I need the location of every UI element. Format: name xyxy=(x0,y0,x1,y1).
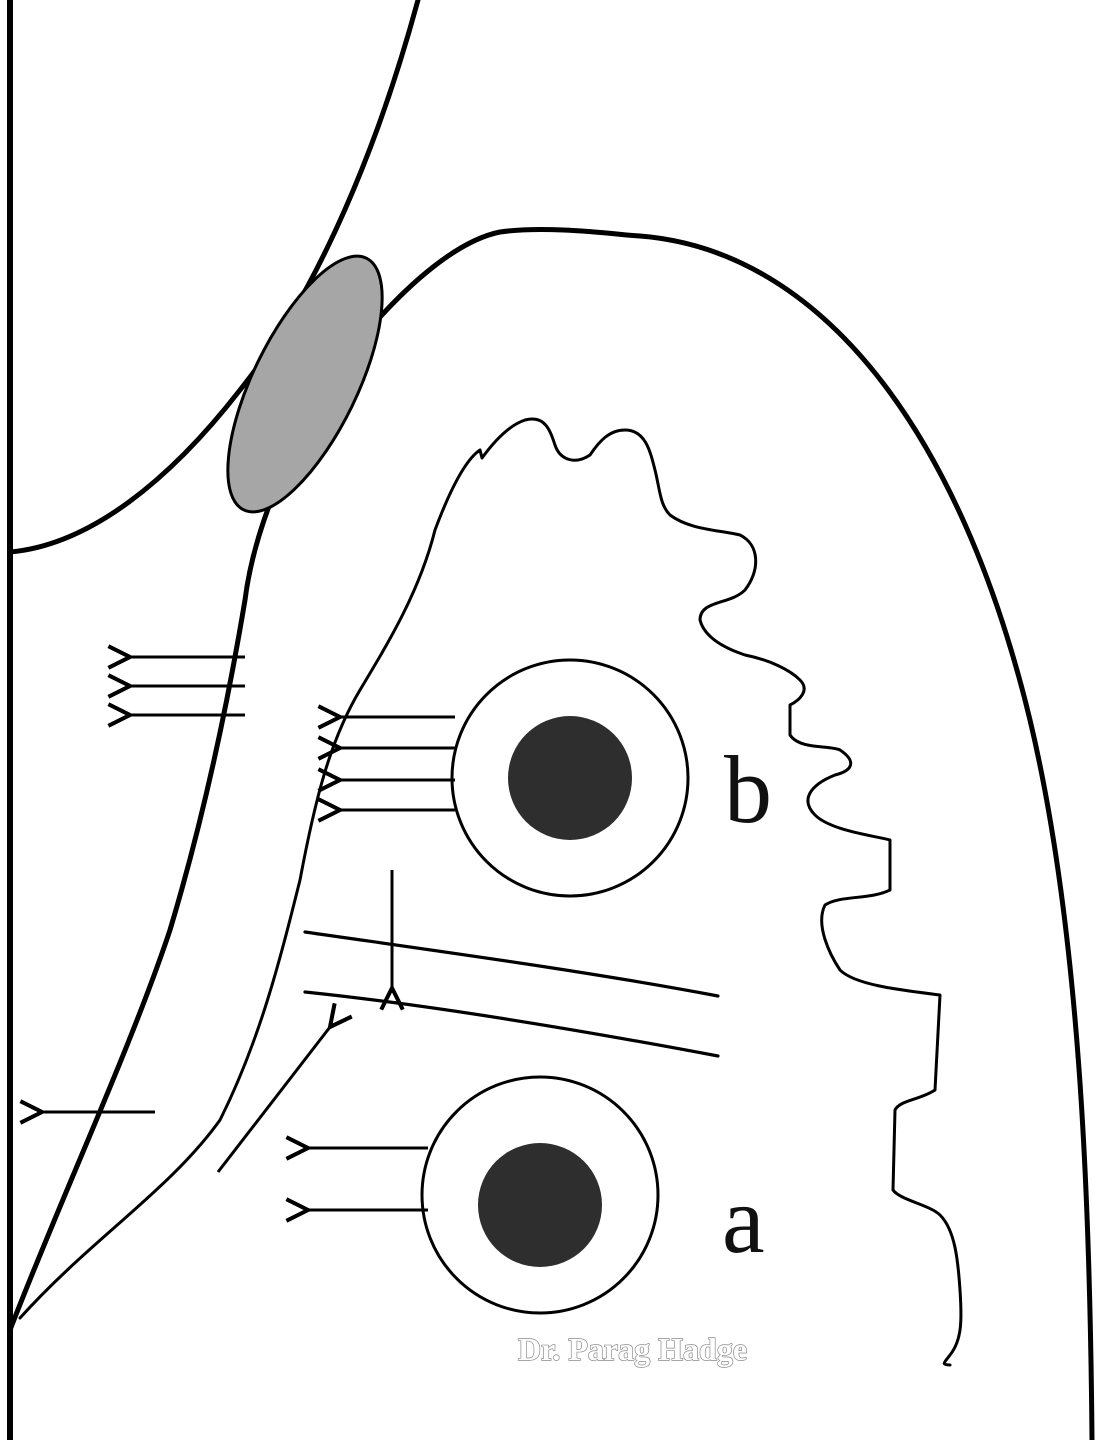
nodule-b xyxy=(452,660,688,896)
fissure-line-upper xyxy=(305,932,718,996)
label-b: b xyxy=(724,736,772,843)
nodule-b-core xyxy=(508,716,632,840)
nodule-a xyxy=(422,1077,658,1313)
arrows-from-b xyxy=(340,717,455,810)
nodule-a-core xyxy=(478,1143,602,1267)
arrows-from-a xyxy=(308,1148,428,1210)
pleural-lesion-ellipse xyxy=(197,235,413,532)
arrow-diagonal-fissure xyxy=(218,1027,330,1172)
fissure-line-lower xyxy=(305,992,718,1056)
label-a: a xyxy=(722,1166,765,1273)
watermark-text: Dr. Parag Hadge xyxy=(518,1331,747,1367)
